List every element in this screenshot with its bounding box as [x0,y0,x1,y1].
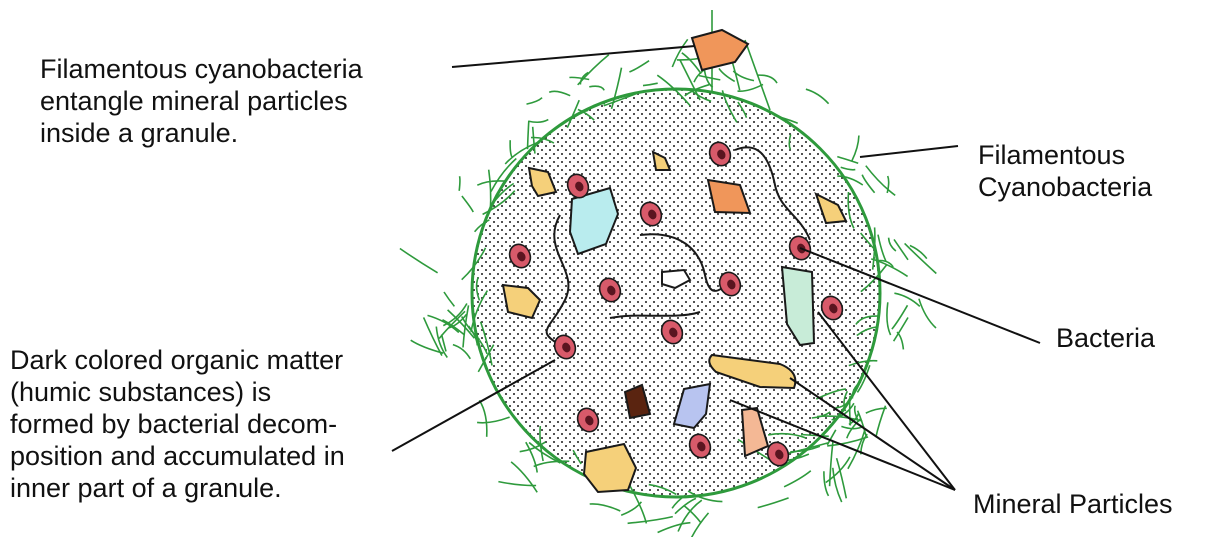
cyanobacteria-filament [590,504,621,511]
cyanobacteria-filament [719,68,735,81]
cyanobacteria-filament [905,243,937,273]
cyanobacteria-filament [758,498,789,508]
cyanobacteria-filament [887,176,888,193]
cyanobacteria-filament [894,239,908,259]
label-organic-matter: Dark colored organic matter (humic subst… [10,344,345,504]
cyanobacteria-filament [837,157,858,164]
cyanobacteria-filament [528,120,548,123]
label-line: (humic substances) is [10,376,345,408]
mineral-particle [584,444,636,492]
cyanobacteria-filament [658,523,691,533]
cyanobacteria-filament [690,513,709,537]
label-line: entangle mineral particles [40,85,363,117]
cyanobacteria-filament [527,98,543,104]
label-filamentous-cyanobacteria: Filamentous Cyanobacteria [978,139,1152,203]
cyanobacteria-filament [876,406,886,438]
cyanobacteria-filament [453,345,470,359]
cyanobacteria-filament [806,89,829,104]
cyanobacteria-filament [549,91,570,95]
cyanobacteria-filament [862,175,874,193]
leader-line-top-left [452,46,695,67]
cyanobacteria-filament [528,121,529,149]
cyanobacteria-filament [866,166,895,196]
label-line: inner part of a granule. [10,472,345,504]
cyanobacteria-filament [878,235,886,262]
cyanobacteria-filament [738,84,764,91]
cyanobacteria-filament [479,400,486,437]
cyanobacteria-filament [892,305,908,329]
cyanobacteria-filament [589,86,604,90]
cyanobacteria-filament [462,196,473,212]
label-line: Cyanobacteria [978,171,1152,203]
cyanobacteria-filament [699,76,720,80]
cyanobacteria-filament [411,340,444,353]
cyanobacteria-filament [887,302,891,335]
cyanobacteria-filament [629,61,649,72]
cyanobacteria-filament [511,462,537,492]
cyanobacteria-filament [477,417,510,423]
cyanobacteria-filament [459,176,460,191]
cyanobacteria-filament [919,299,936,328]
cyanobacteria-filament [578,55,609,85]
cyanobacteria-filament [672,39,687,67]
cyanobacteria-filament [510,140,512,157]
cyanobacteria-filament [569,77,589,79]
cyanobacteria-filament [852,136,859,161]
cyanobacteria-filament [643,83,658,85]
cyanobacteria-filament [444,292,454,306]
label-bacteria: Bacteria [1056,322,1155,354]
cyanobacteria-filament [894,293,919,306]
leader-line-top-right [860,146,958,157]
mineral-particle [692,30,748,70]
cyanobacteria-filament [489,170,491,211]
cyanobacteria-filament [400,249,438,273]
label-line: formed by bacterial decom- [10,408,345,440]
label-line: Filamentous [978,139,1152,171]
label-line: Filamentous cyanobacteria [40,53,363,85]
cyanobacteria-filament [824,471,829,496]
label-line: Dark colored organic matter [10,344,345,376]
cyanobacteria-filament [841,167,856,169]
label-line: position and accumulated in [10,440,345,472]
label-mineral-particles: Mineral Particles [973,488,1173,520]
cyanobacteria-filament [628,517,673,524]
label-filament-entangle: Filamentous cyanobacteria entangle miner… [40,53,363,149]
label-line: inside a granule. [40,117,363,149]
cyanobacteria-filament [784,471,811,487]
